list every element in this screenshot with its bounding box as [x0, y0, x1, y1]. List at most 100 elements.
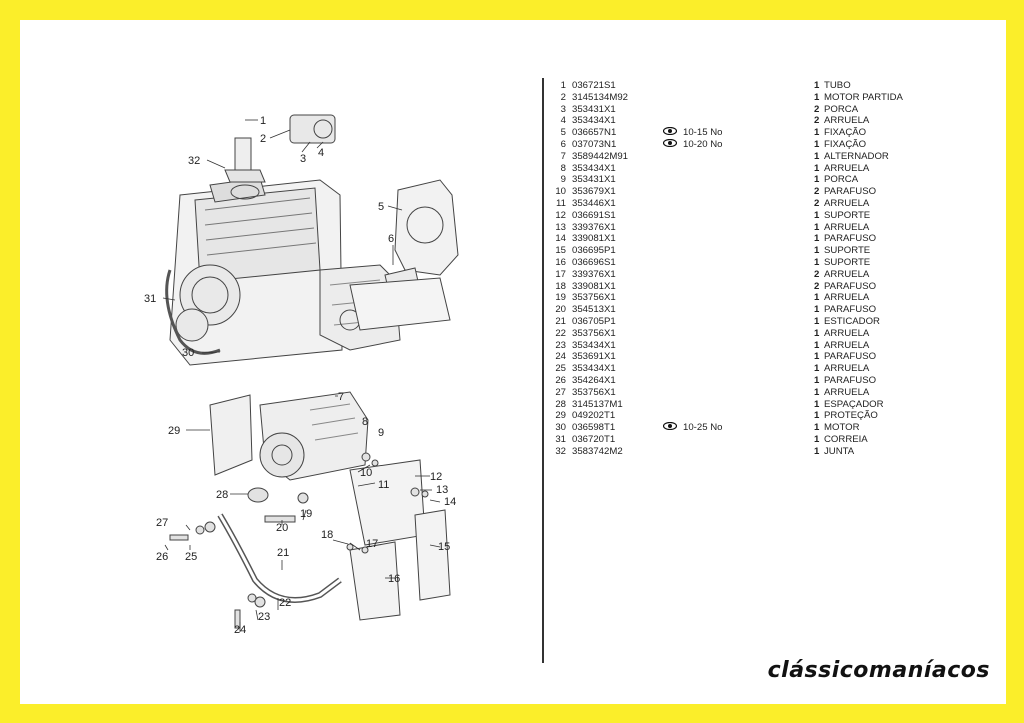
part-quantity: 1 [814, 91, 820, 103]
part-number: 15 [555, 245, 566, 257]
part-quantity: 1 [814, 256, 820, 268]
part-code: 353434X1 [572, 115, 616, 127]
part-quantity: 2 [814, 186, 820, 198]
part-quantity: 2 [814, 280, 820, 292]
part-code: 036705P1 [572, 315, 616, 327]
part-number: 10 [555, 186, 566, 198]
part-code: 036720T1 [572, 433, 616, 445]
flywheel-housing-illustration [394, 179, 459, 276]
part-code: 339081X1 [572, 280, 616, 292]
engine-illustration [165, 177, 401, 366]
part-description: PORCA [824, 103, 859, 115]
callout-26: 26 [156, 551, 168, 563]
callout-31: 31 [144, 293, 156, 305]
callout-15: 15 [438, 541, 450, 553]
watermark-logo: clássicomaníacos [767, 658, 990, 683]
part-code: 3583742M2 [572, 445, 623, 457]
part-quantity: 1 [814, 127, 820, 139]
part-number: 13 [555, 221, 566, 233]
part-quantity: 1 [814, 445, 820, 457]
catalog-sheet: 1 2 3 4 5 6 7 8 9 10 11 12 13 14 15 16 1… [20, 20, 1006, 704]
part-description: PARAFUSO [824, 186, 877, 198]
part-number: 32 [555, 445, 566, 457]
callout-7: 7 [338, 391, 344, 403]
part-description: PARAFUSO [824, 233, 877, 245]
part-quantity: 1 [814, 292, 820, 304]
part-code: 036598T1 [572, 422, 616, 434]
part-number: 30 [555, 422, 566, 434]
part-quantity: 1 [814, 174, 820, 186]
part-description: ARRUELA [824, 115, 870, 127]
part-description: PORCA [824, 174, 859, 186]
part-quantity: 1 [814, 339, 820, 351]
part-number: 23 [555, 339, 566, 351]
part-description: PARAFUSO [824, 351, 877, 363]
callout-23: 23 [258, 611, 270, 623]
part-number: 4 [560, 115, 566, 127]
part-description: FIXAÇÃO [824, 138, 867, 150]
part-quantity: 1 [814, 233, 820, 245]
part-code: 353679X1 [572, 186, 616, 198]
part-description: SUPORTE [824, 209, 871, 221]
part-number: 26 [555, 374, 566, 386]
part-description: ARRUELA [824, 386, 870, 398]
part-code: 354264X1 [572, 374, 616, 386]
callout-12: 12 [430, 471, 442, 483]
part-number: 6 [560, 138, 566, 150]
column-divider [542, 78, 544, 663]
callout-4: 4 [318, 147, 324, 159]
part-number: 20 [555, 304, 566, 316]
part-number: 8 [560, 162, 566, 174]
part-description: ARRUELA [824, 339, 870, 351]
part-description: ESTICADOR [824, 315, 880, 327]
part-code: 353756X1 [572, 327, 616, 339]
part-note: 10-25 No [662, 422, 722, 434]
list-item: 10 353679X1 2 PARAFUSO [548, 186, 968, 198]
callout-8: 8 [362, 416, 368, 428]
part-code: 036657N1 [572, 127, 617, 139]
part-code: 353446X1 [572, 197, 616, 209]
part-number: 18 [555, 280, 566, 292]
part-quantity: 1 [814, 374, 820, 386]
callout-24: 24 [234, 624, 246, 636]
part-description: PARAFUSO [824, 304, 877, 316]
part-number: 19 [555, 292, 566, 304]
part-description: SUPORTE [824, 245, 871, 257]
part-description: ARRUELA [824, 327, 870, 339]
part-code: 3589442M91 [572, 150, 629, 162]
callout-17: 17 [366, 538, 378, 550]
leader-lines [162, 119, 441, 632]
part-description: ARRUELA [824, 221, 870, 233]
part-quantity: 1 [814, 80, 820, 91]
part-code: 353691X1 [572, 351, 616, 363]
tube-and-starter-illustration [224, 114, 336, 200]
part-quantity: 1 [814, 386, 820, 398]
callout-25: 25 [185, 551, 197, 563]
part-note-text: 10-15 No [683, 127, 723, 139]
part-note: 10-20 No [662, 138, 723, 151]
part-quantity: 1 [814, 150, 820, 162]
part-quantity: 1 [814, 433, 820, 445]
part-quantity: 1 [814, 138, 820, 150]
part-number: 11 [556, 197, 566, 209]
part-note-text: 10-20 No [683, 138, 723, 150]
part-quantity: 1 [814, 162, 820, 174]
part-description: ARRUELA [824, 292, 870, 304]
part-quantity: 1 [814, 221, 820, 233]
part-description: ARRUELA [824, 197, 870, 209]
part-number: 14 [555, 233, 566, 245]
